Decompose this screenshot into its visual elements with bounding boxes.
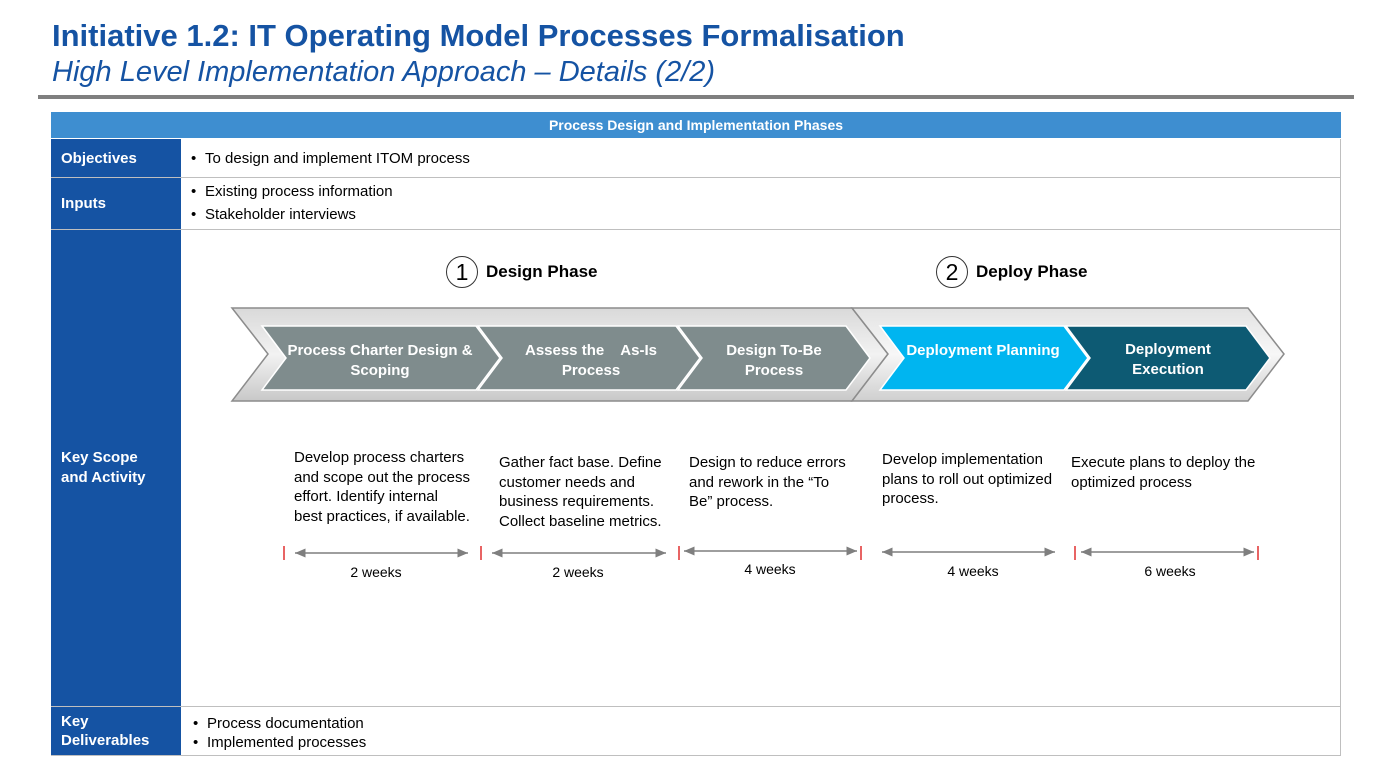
row-divider [51,177,1341,178]
step-label: Assess the As-Is Process [524,342,662,379]
step-description: Develop implementation plans to roll out… [882,451,1053,507]
page-subtitle: High Level Implementation Approach – Det… [52,56,716,88]
phase-number-badge: 1 [446,256,478,288]
deliverables-item: Implemented processes [193,733,1340,752]
step-duration: 4 weeks [947,563,999,579]
step-label: Deployment Execution [1125,341,1211,378]
phase-number-badge: 2 [936,256,968,288]
chevron-step-3 [676,325,871,391]
inputs-item: Existing process information [191,182,1340,202]
step-duration: 6 weeks [1144,563,1196,579]
phase-name: Design Phase [486,262,598,281]
duration-arrow-3 [678,546,862,560]
step-duration: 2 weeks [552,564,604,580]
duration-arrow-1 [283,546,468,560]
scope-label: Key Scope and Activity [51,230,181,706]
scope-content [181,230,1341,706]
objectives-item: To design and implement ITOM process [191,149,1340,169]
step-description: Design to reduce errors and rework in th… [689,454,846,510]
phase-title-design: 1 Design Phase [446,256,598,288]
page-title: Initiative 1.2: IT Operating Model Proce… [52,18,905,53]
row-divider [51,706,1341,707]
duration-arrow-5 [1074,546,1259,560]
chevron-step-1 [260,325,501,391]
table-header: Process Design and Implementation Phases [51,112,1341,138]
step-duration: 2 weeks [350,564,402,580]
step-duration: 4 weeks [744,561,796,577]
row-divider [51,229,1341,230]
chevron-step-4 [878,325,1089,391]
phase-title-deploy: 2 Deploy Phase [936,256,1088,288]
step-label: Deployment Planning [906,342,1060,359]
phase-name: Deploy Phase [976,262,1088,281]
inputs-content: Existing process information Stakeholder… [181,178,1341,229]
step-description: Gather fact base. Define customer needs … [499,454,662,530]
chevron-step-2 [476,325,701,391]
deliverables-label: Key Deliverables [51,707,181,755]
objectives-content: To design and implement ITOM process [181,139,1341,177]
title-divider [38,95,1354,99]
inputs-label: Inputs [51,178,181,229]
inputs-item: Stakeholder interviews [191,202,1340,228]
step-description: Execute plans to deploy the optimized pr… [1071,454,1256,491]
chevron-step-5 [1064,325,1271,391]
step-description: Develop process charters and scope out t… [294,449,470,525]
deliverables-content: Process documentation Implemented proces… [181,707,1341,755]
objectives-label: Objectives [51,139,181,177]
duration-arrow-2 [480,546,666,560]
step-label: Process Charter Design & Scoping [287,342,473,379]
step-label: Design To-Be Process [726,342,822,379]
row-divider [51,755,1341,756]
deliverables-item: Process documentation [193,714,1340,733]
